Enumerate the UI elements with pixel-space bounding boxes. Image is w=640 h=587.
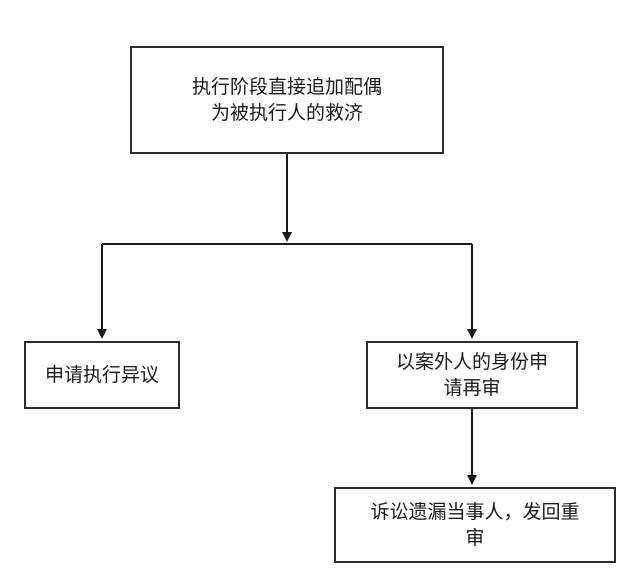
node-right-line2: 请再审	[443, 377, 501, 399]
node-right: 以案外人的身份申 请再审	[366, 341, 578, 409]
node-bottom: 诉讼遗漏当事人，发回重 审	[334, 487, 616, 563]
node-left: 申请执行异议	[24, 341, 180, 409]
node-bottom-line2: 审	[465, 527, 485, 549]
node-top-line1: 执行阶段直接追加配偶	[191, 76, 382, 98]
node-right-line1: 以案外人的身份申	[395, 351, 548, 373]
node-top-line2: 为被执行人的救济	[210, 102, 363, 124]
node-left-line1: 申请执行异议	[44, 364, 159, 386]
node-top: 执行阶段直接追加配偶 为被执行人的救济	[130, 46, 444, 154]
node-bottom-line1: 诉讼遗漏当事人，发回重	[370, 501, 580, 523]
